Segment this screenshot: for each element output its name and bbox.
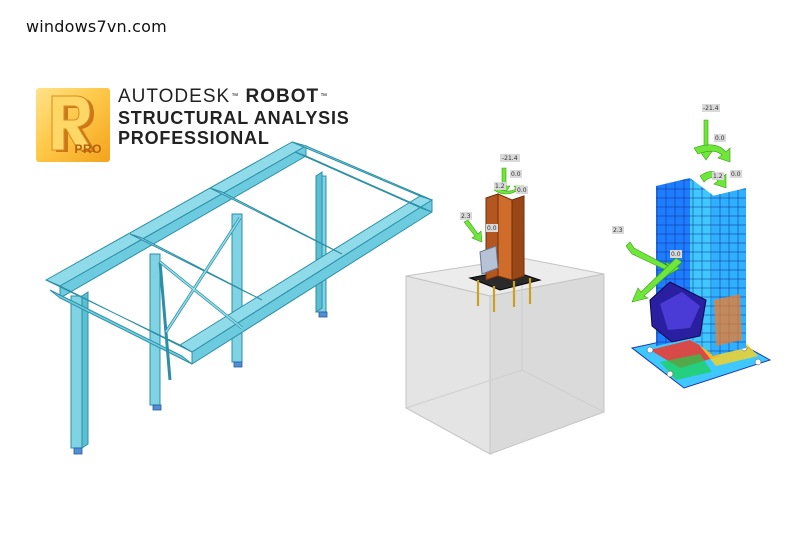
load-label: 1.2 <box>495 183 505 190</box>
frame-column <box>149 253 161 406</box>
bolt-hole <box>754 358 762 366</box>
frame-column <box>81 291 89 449</box>
moment-arrow-icon <box>693 144 731 163</box>
bolt-hole <box>666 370 674 378</box>
frame-base-plate <box>318 311 328 318</box>
load-label: 0.0 <box>487 225 497 232</box>
frame-cross-beam <box>45 279 193 353</box>
brand-company: AUTODESK <box>118 86 231 107</box>
frame-base-plate <box>233 361 243 368</box>
load-label: 2.3 <box>461 213 471 220</box>
bolt-hole <box>646 346 654 354</box>
column-base-connection-model: -21.4 0.0 1.2 0.0 2.3 0.0 <box>405 154 605 455</box>
frame-base-plate <box>73 447 83 455</box>
brand-title: AUTODESK™ ROBOT™ STRUCTURAL ANALYSIS PRO… <box>118 86 350 148</box>
frame-cross-beam <box>291 141 433 201</box>
load-label: -21.4 <box>703 105 719 112</box>
frame-brace <box>158 261 172 381</box>
frame-column <box>70 295 83 449</box>
stress-analysis-model: -21.4 0.0 1.2 0.0 2.3 0.0 <box>612 104 772 389</box>
frame-beam <box>44 141 308 287</box>
watermark-text: windows7vn.com <box>26 17 167 36</box>
gusset-plate <box>479 245 499 275</box>
load-label: 0.0 <box>731 171 741 178</box>
load-label: 0.0 <box>517 187 527 194</box>
load-label: 1.2 <box>713 173 723 180</box>
frame-cross-beam <box>209 187 343 255</box>
load-label: -21.4 <box>502 155 518 162</box>
frame-cross-beam <box>294 151 433 213</box>
frame-beam <box>179 195 434 353</box>
brand-product: ROBOT <box>245 86 320 107</box>
load-label: 2.3 <box>613 227 623 234</box>
concrete-block-side <box>489 273 605 455</box>
brand-line-1: AUTODESK™ ROBOT™ <box>118 86 329 107</box>
load-arrow-icon <box>698 119 714 161</box>
load-label: 0.0 <box>715 135 725 142</box>
steel-frame-model <box>44 141 434 455</box>
brand-line-3: PROFESSIONAL <box>118 128 270 148</box>
frame-base-plate <box>152 404 162 411</box>
load-label: 0.0 <box>511 171 521 178</box>
load-arrow-icon <box>463 219 483 243</box>
frame-beam <box>59 145 307 299</box>
frame-cross-beam <box>49 289 193 365</box>
load-arrow-icon <box>631 257 683 303</box>
robot-logo-icon: PRO <box>36 88 110 162</box>
brand-line-2: STRUCTURAL ANALYSIS <box>118 108 350 128</box>
frame-cross-beam <box>129 233 263 301</box>
logo-pro-badge: PRO <box>74 142 102 156</box>
load-label: 0.0 <box>671 251 681 258</box>
